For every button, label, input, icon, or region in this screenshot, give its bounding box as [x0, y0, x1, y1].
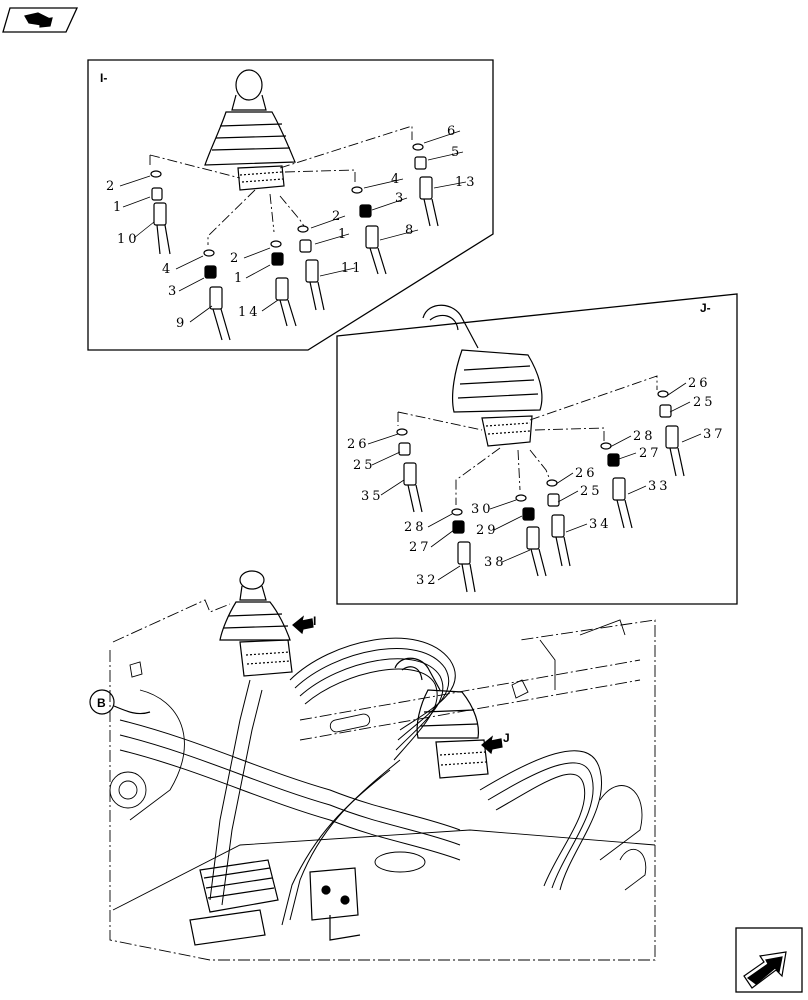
joystick-j — [422, 304, 543, 447]
part-number: 6 — [447, 124, 458, 139]
part-number: 1 — [234, 271, 245, 286]
part-number: 4 — [391, 172, 402, 187]
part-number: 25 — [693, 395, 716, 410]
part-number: 11 — [341, 261, 364, 276]
callout-labels-j: 26 25 35 28 27 32 30 29 38 26 25 34 28 2… — [347, 376, 726, 588]
fitting-stacks-j — [396, 390, 685, 593]
part-number: 29 — [476, 523, 499, 538]
part-number: 26 — [347, 437, 370, 452]
joystick-i — [204, 69, 296, 191]
part-number: 2 — [332, 209, 343, 224]
part-number: 35 — [361, 489, 384, 504]
leader-lines-j — [397, 375, 658, 505]
detail-b-callout — [89, 689, 151, 715]
pedal-valve-assembly — [189, 859, 361, 946]
part-number: 33 — [648, 479, 671, 494]
part-number: 34 — [589, 517, 612, 532]
hose-bundles — [119, 637, 603, 926]
part-number: 25 — [353, 458, 376, 473]
part-number: 2 — [230, 251, 241, 266]
part-number: 1 — [113, 200, 124, 215]
part-number: 1 — [338, 227, 349, 242]
part-number: 9 — [176, 316, 187, 331]
leader-lines-i — [149, 125, 413, 245]
part-number: 5 — [451, 145, 462, 160]
part-number: 27 — [639, 446, 662, 461]
callout-arrow-j — [481, 735, 503, 755]
panel-j-frame — [336, 293, 738, 605]
part-number: 14 — [238, 305, 261, 320]
part-number: 32 — [416, 573, 439, 588]
part-number: 3 — [168, 284, 179, 299]
part-number: 2 — [106, 179, 117, 194]
next-page-arrow-icon[interactable] — [735, 927, 803, 993]
part-number: 38 — [484, 555, 507, 570]
part-number: 30 — [471, 502, 494, 517]
part-number: 10 — [117, 232, 140, 247]
main-joystick-i — [219, 570, 293, 677]
panel-i-label: I- — [100, 71, 107, 85]
part-number: 3 — [395, 191, 406, 206]
callout-leaders-j — [367, 382, 702, 581]
callout-labels-i: 2 1 10 4 3 9 2 1 14 2 1 11 4 3 8 6 5 13 — [106, 124, 478, 331]
machine-floor — [109, 599, 656, 961]
part-number: 28 — [404, 520, 427, 535]
main-joystick-j — [394, 657, 489, 779]
part-number: 13 — [455, 175, 478, 190]
part-number: 26 — [688, 376, 711, 391]
part-number: 26 — [575, 466, 598, 481]
callout-i-letter: I — [313, 614, 316, 628]
detail-b-letter: B — [97, 696, 106, 710]
panel-i-frame — [87, 59, 494, 351]
part-number: 25 — [580, 484, 603, 499]
panel-j-label: J- — [700, 301, 711, 315]
book-nav-icon[interactable] — [2, 7, 79, 33]
part-number: 8 — [405, 223, 416, 238]
part-number: 28 — [633, 429, 656, 444]
callout-leaders-i — [119, 130, 467, 323]
part-number: 27 — [409, 540, 432, 555]
part-number: 37 — [703, 427, 726, 442]
callout-arrow-i — [292, 615, 314, 635]
fitting-stacks-i — [150, 143, 439, 341]
callout-j-letter: J — [503, 731, 510, 745]
part-number: 4 — [162, 262, 173, 277]
